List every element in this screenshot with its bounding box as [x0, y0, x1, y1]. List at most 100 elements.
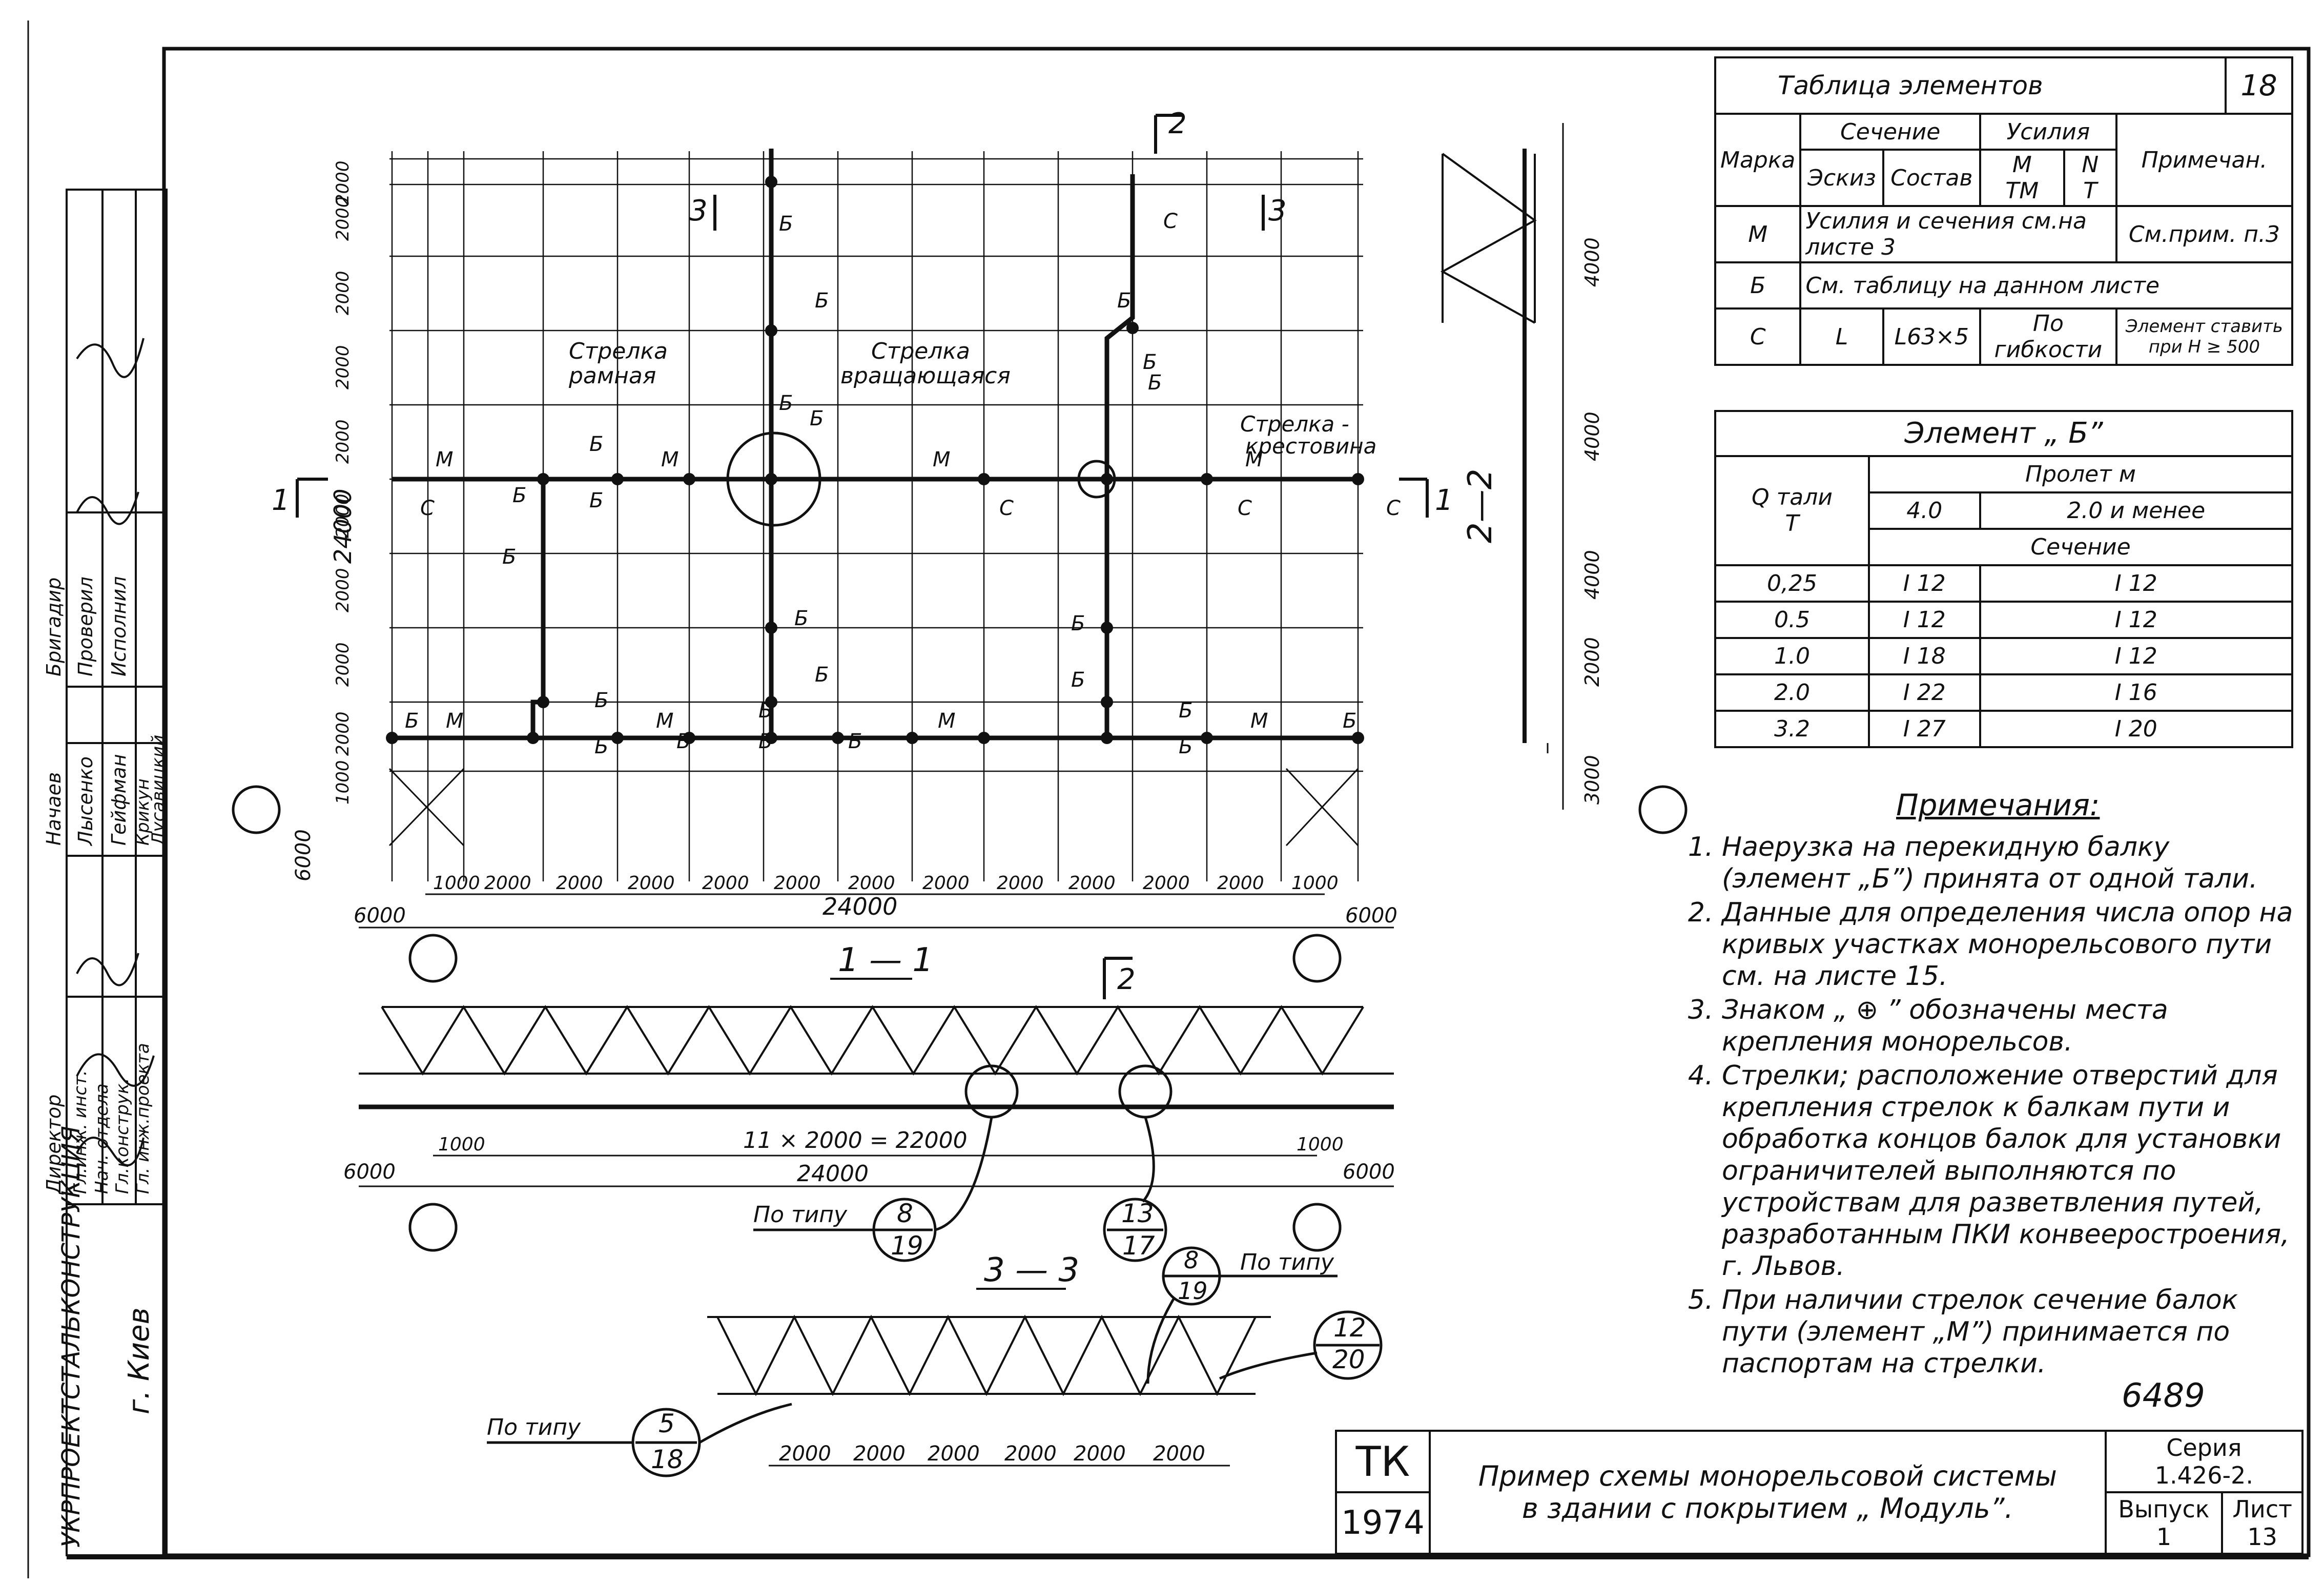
section-3-3-ref-a-label: По типу [487, 1414, 581, 1440]
beam-node [683, 473, 695, 485]
note-item: Данные для определения числа опор на кри… [1722, 897, 2296, 992]
section-1-1-right-edge: 6000 [1343, 1160, 1395, 1184]
header-sketch: Эскиз [1799, 149, 1884, 207]
section-1-1-ref2-num: 13 [1121, 1199, 1154, 1228]
section-2-2-dim: 3000 [1581, 755, 1603, 805]
row-c-sketch: L [1799, 307, 1884, 366]
cross-switch-marker [1077, 460, 1116, 499]
elements-table: Таблица элементов 18 Марка Сечение Усили… [1714, 56, 2294, 366]
member-mark: Б [589, 489, 603, 512]
element-b-s2: I 20 [1979, 709, 2294, 749]
section-3-3-dim: 2000 [1004, 1442, 1057, 1466]
title-block-year: 1974 [1335, 1491, 1431, 1555]
section-3-3-ref-b-sheet: 19 [1178, 1277, 1208, 1305]
section-3-3-title: 3 — 3 [984, 1251, 1079, 1289]
section-2-2-title: 2—2 [1462, 469, 1499, 543]
member-mark: M [436, 448, 454, 471]
section-3-3-dim: 2000 [1153, 1442, 1205, 1466]
member-mark: Б [810, 407, 824, 430]
plan-left-dim: 2000 [333, 493, 353, 538]
row-m-note: См.прим. п.3 [2115, 205, 2294, 263]
sidebar-org: УКРПРОЕКТСТАЛЬКОНСТРУКЦИЯ [57, 1126, 86, 1548]
beam-node [611, 473, 624, 485]
beam-node [978, 732, 990, 744]
issue-value: 1 [2156, 1523, 2172, 1551]
plan-edge-left: 6000 [354, 904, 406, 928]
plan-left-dim: 2000 [333, 642, 353, 687]
member-mark: Б [794, 607, 808, 630]
section-1-1-ref1-label: По типу [753, 1202, 848, 1228]
notes-title: Примечания: [1896, 788, 2100, 822]
section-3-3-ref-b-num: 8 [1184, 1246, 1199, 1274]
element-b-q: 0.5 [1714, 600, 1870, 639]
beam-node [1201, 473, 1213, 485]
label-switch-frame-1: Стрелка [569, 338, 668, 364]
header-force-n-unit: T [2083, 178, 2097, 204]
member-mark: M [446, 709, 464, 733]
beam-node [765, 473, 777, 485]
member-mark: Б [1071, 612, 1085, 635]
section-3-3-ref-circles [487, 1246, 1383, 1477]
section-3-3-dim: 2000 [928, 1442, 980, 1466]
section-3-3-ref-b-label: По типу [1240, 1249, 1334, 1275]
note-item: Стрелки; расположение отверстий для креп… [1722, 1060, 2296, 1282]
beam-node [1352, 473, 1364, 485]
rotating-switch-marker [726, 431, 821, 527]
beam-node [1101, 473, 1113, 485]
plan-total-width: 24000 [822, 893, 897, 920]
section-2-2-dim: 4000 [1581, 411, 1603, 461]
member-mark: M [661, 448, 679, 471]
member-mark: C [1163, 210, 1178, 233]
beam-node [527, 732, 539, 744]
section-3-3-dim: 2000 [1074, 1442, 1126, 1466]
notes-block: Примечания: Наерузка на перекидную балку… [1691, 789, 2296, 1382]
element-b-q-unit: T [1785, 510, 1799, 537]
monorail-beam [1104, 174, 1135, 738]
section-1-1-axis-circles [408, 1203, 1342, 1252]
section-1-1-ref2-sheet: 17 [1122, 1231, 1155, 1261]
title-block-title: Пример схемы монорельсовой системы в зда… [1428, 1430, 2107, 1555]
beam-node [683, 732, 695, 744]
element-b-title: Элемент „ Б” [1714, 410, 2293, 457]
plan-bottom-dim: 2000 [556, 873, 603, 894]
member-mark: Б [1179, 699, 1192, 723]
header-section: Сечение [1799, 113, 1981, 151]
member-mark: Б [1148, 371, 1162, 395]
cut-3-right: 3 [1268, 194, 1287, 228]
member-mark: M [938, 709, 956, 733]
header-force-n-symbol: N [2082, 152, 2099, 178]
member-mark: C [1238, 497, 1252, 520]
plan-bottom-dim: 2000 [774, 873, 821, 894]
section-1-1-dim-lines [359, 1155, 1394, 1187]
member-mark: Б [779, 392, 793, 415]
section-3-3-dim: 2000 [779, 1442, 831, 1466]
element-b-s1: I 12 [1868, 564, 1981, 603]
element-b-section-label: Сечение [1868, 527, 2293, 566]
page-number: 6489 [2122, 1377, 2205, 1415]
plan-left-dim: 2000 [333, 568, 353, 612]
sidebar-city: г. Киев [122, 1307, 156, 1414]
plan-left-dim: 2000 [333, 711, 353, 756]
element-b-s1: I 22 [1868, 673, 1981, 712]
title-line-1: Пример схемы монорельсовой системы [1478, 1460, 2057, 1492]
beam-node [1101, 732, 1113, 744]
element-b-span-2: 2.0 и менее [1979, 491, 2294, 530]
header-force-m-unit: TM [2005, 178, 2039, 204]
title-line-2: в здании с покрытием „ Модуль”. [1521, 1492, 2013, 1525]
sidebar-frame: УКРПРОЕКТСТАЛЬКОНСТРУКЦИЯ г. Киев Директ… [43, 189, 169, 1556]
plan-bottom-dim: 2000 [702, 873, 749, 894]
element-b-s2: I 12 [1979, 564, 2294, 603]
member-mark: Б [815, 289, 829, 313]
label-switch-frame-2: рамная [568, 363, 656, 389]
element-b-s1: I 12 [1868, 600, 1981, 639]
plan-grid [389, 151, 1363, 881]
cut-1-right: 1 [1435, 484, 1453, 517]
beam-node [537, 696, 549, 708]
